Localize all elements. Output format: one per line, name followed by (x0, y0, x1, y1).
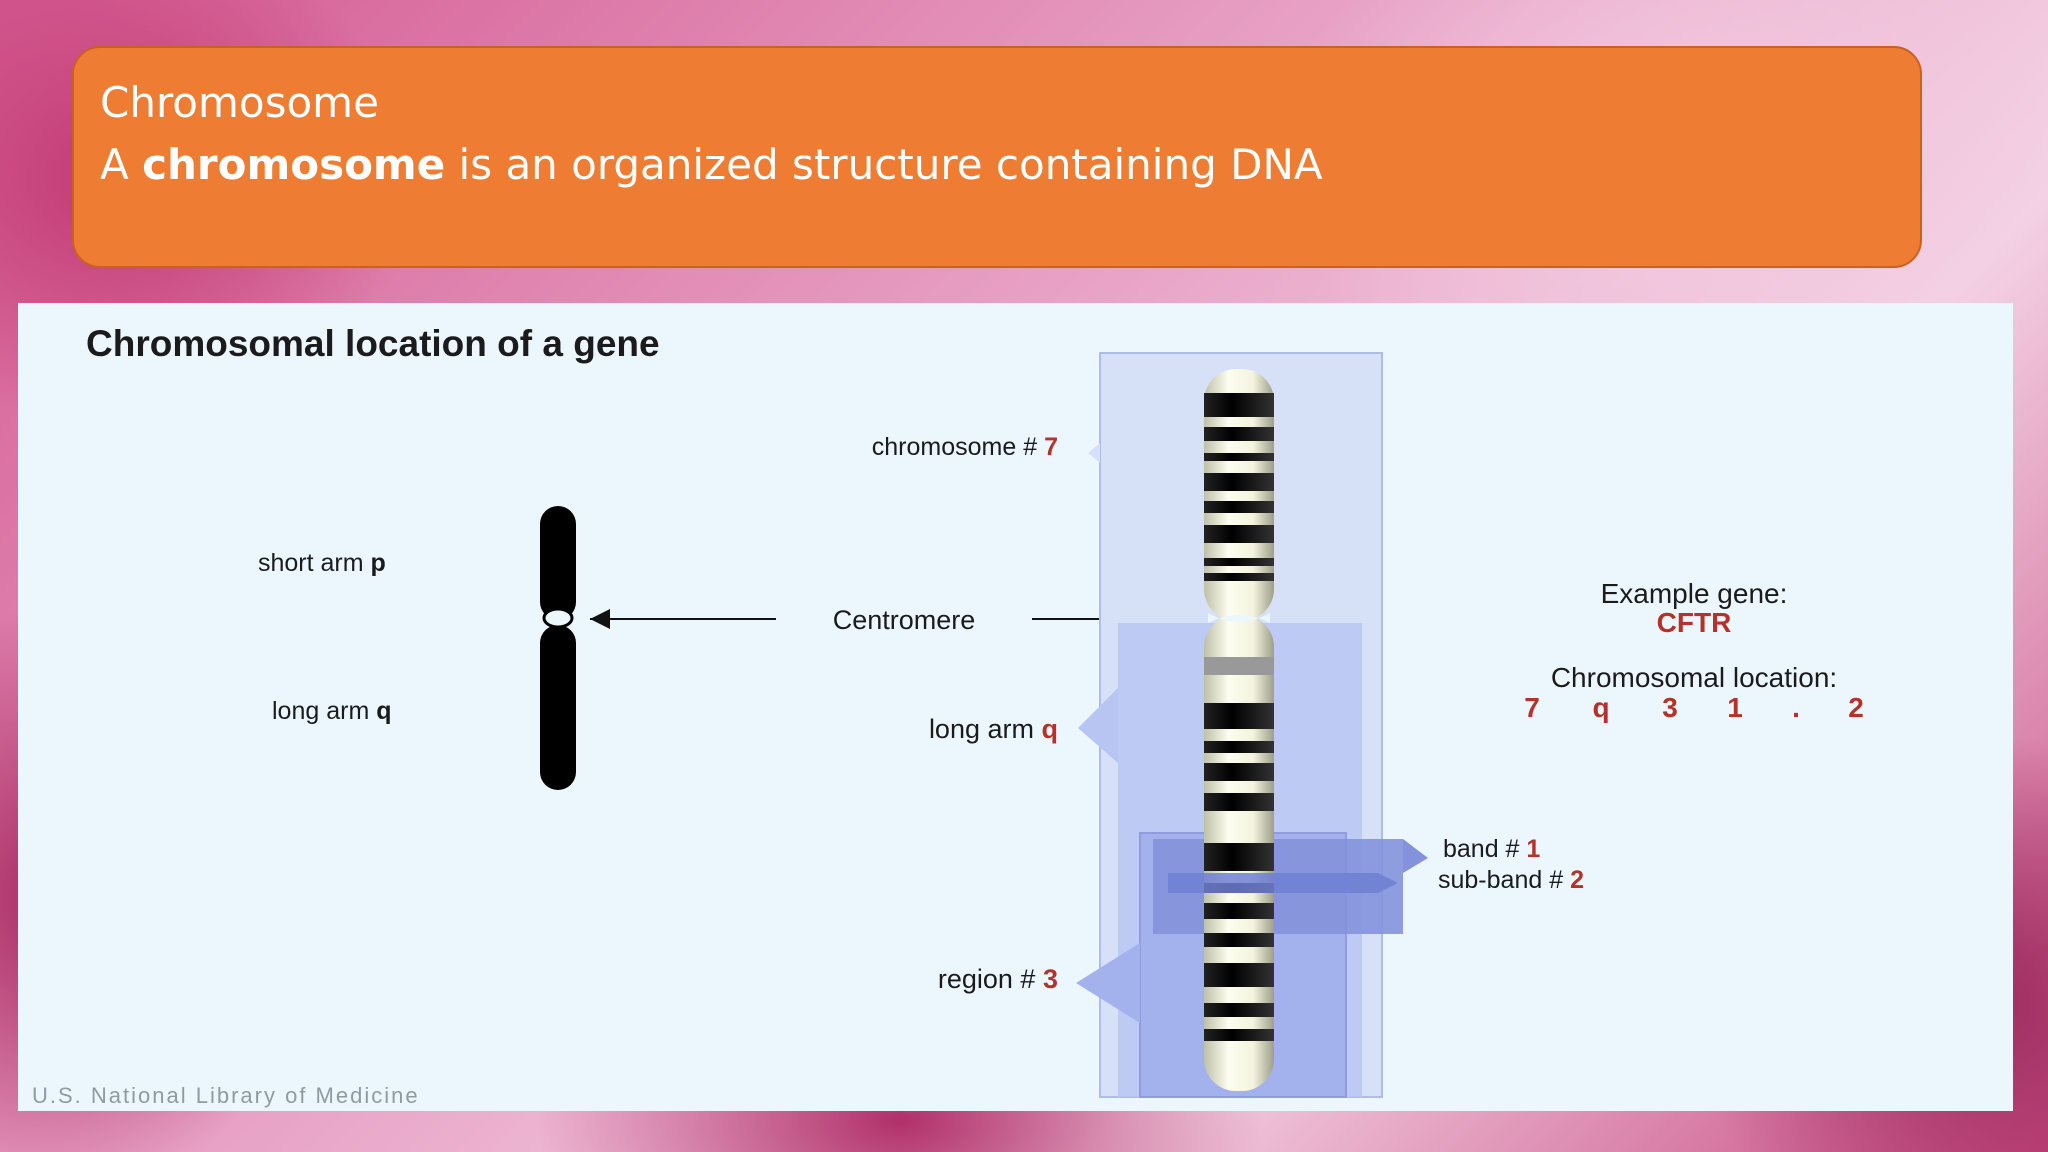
band (1204, 741, 1274, 753)
band (1204, 763, 1274, 781)
slide-title: Chromosome (100, 78, 379, 127)
band-label: band # 1 (1443, 835, 1540, 863)
example-gene-name: CFTR (1657, 607, 1732, 638)
band-arrow (1168, 873, 1398, 893)
band (1204, 793, 1274, 811)
region-pointer (1076, 943, 1140, 1023)
band (1204, 501, 1274, 513)
location-char: 1 (1727, 692, 1743, 723)
band (1204, 903, 1274, 919)
long-arm-left-label: long arm q (272, 697, 392, 725)
chromosome-diagram: Chromosomal location of a gene short arm… (18, 303, 2013, 1111)
band (1204, 427, 1274, 441)
region-label: region # 3 (938, 964, 1058, 994)
schematic-centromere (542, 607, 574, 629)
long-arm-pointer (1078, 688, 1118, 763)
long-arm-label: long arm q (929, 714, 1058, 744)
subband-label: sub-band # 2 (1438, 866, 1584, 894)
diagram-canvas: Chromosomal location of a gene short arm… (32, 323, 1864, 1108)
definition-rest: is an organized structure containing DNA (445, 140, 1323, 189)
figure-title: Chromosomal location of a gene (86, 323, 660, 364)
centromere-label: Centromere (833, 605, 976, 635)
band-pointer (1403, 839, 1428, 873)
location-char: . (1792, 692, 1800, 723)
band (1204, 573, 1274, 581)
location-label: Chromosomal location: (1551, 662, 1837, 693)
definition-term: chromosome (142, 140, 446, 189)
band (1204, 703, 1274, 729)
location-char: q (1592, 692, 1609, 723)
location-code: 7 q 3 1 . 2 (1524, 692, 1864, 723)
band (1204, 657, 1274, 675)
band (1204, 1029, 1274, 1041)
band (1204, 453, 1274, 461)
banded-chromosome (1204, 369, 1274, 1091)
location-char: 2 (1848, 692, 1864, 723)
short-arm-label: short arm p (258, 549, 386, 577)
band (1204, 843, 1274, 871)
band (1204, 393, 1274, 417)
band (1204, 558, 1274, 566)
band (1204, 963, 1274, 987)
chromosome-number-label: chromosome # 7 (872, 433, 1058, 461)
band (1204, 473, 1274, 491)
schematic-chromosome (540, 506, 576, 790)
example-gene-label: Example gene: (1601, 578, 1788, 609)
schematic-long-arm (540, 625, 576, 790)
band (1204, 525, 1274, 543)
band (1204, 1003, 1274, 1017)
chromosome-pointer (1088, 443, 1100, 463)
schematic-short-arm (540, 506, 576, 620)
location-char: 7 (1524, 692, 1540, 723)
slide-header-box: Chromosome A chromosome is an organized … (72, 46, 1922, 268)
slide-definition: A chromosome is an organized structure c… (100, 140, 1323, 189)
definition-prefix: A (100, 140, 143, 189)
credit-text: U.S. National Library of Medicine (32, 1083, 420, 1108)
chromosome-constriction (1208, 613, 1270, 623)
band (1204, 933, 1274, 947)
location-char: 3 (1662, 692, 1678, 723)
